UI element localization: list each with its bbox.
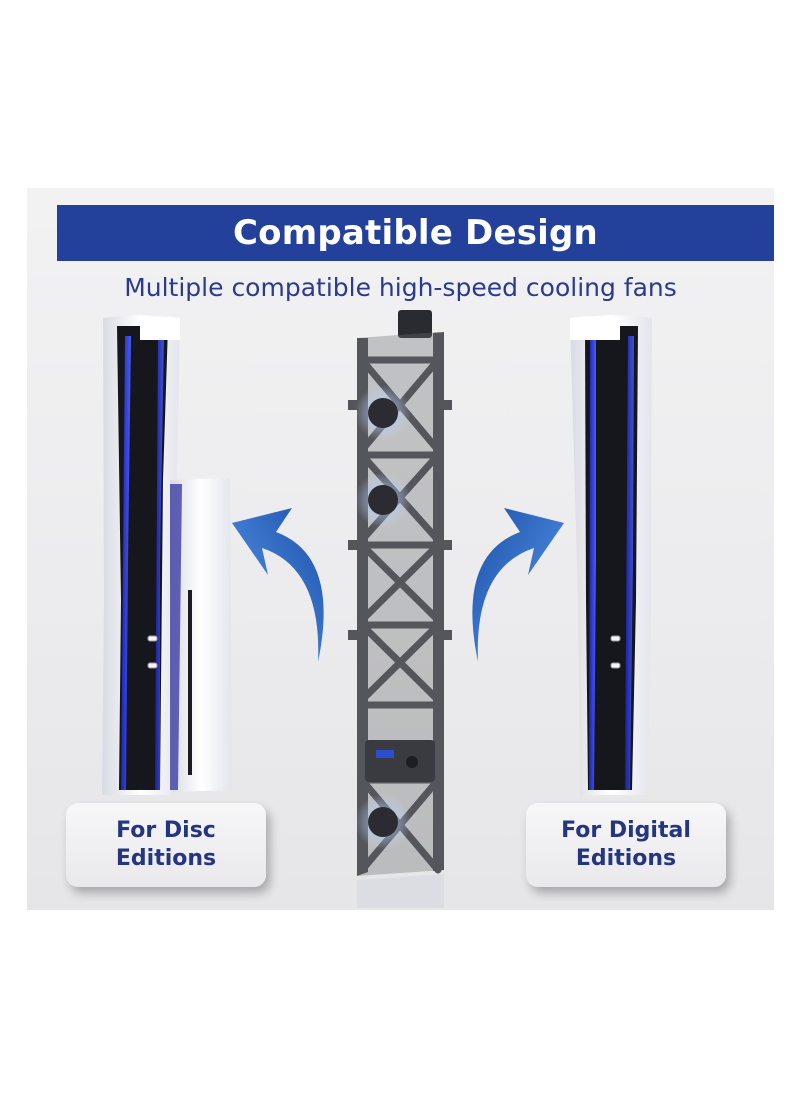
curved-arrow-right-icon [472,508,564,662]
disc-edition-line1: For Disc [116,818,216,843]
curved-arrow-left-icon [232,508,324,662]
subtitle: Multiple compatible high-speed cooling f… [124,273,677,302]
disc-edition-label: For Disc Editions [66,803,266,887]
digital-console [570,315,652,795]
digital-edition-line2: Editions [575,846,677,871]
banner-title: Compatible Design [233,213,598,253]
cooling-fan-stand [348,310,452,908]
disc-edition-line2: Editions [115,846,217,871]
digital-edition-label: For Digital Editions [526,803,726,887]
digital-edition-line1: For Digital [561,818,691,843]
title-banner: Compatible Design [57,205,774,261]
disc-console [102,315,232,795]
